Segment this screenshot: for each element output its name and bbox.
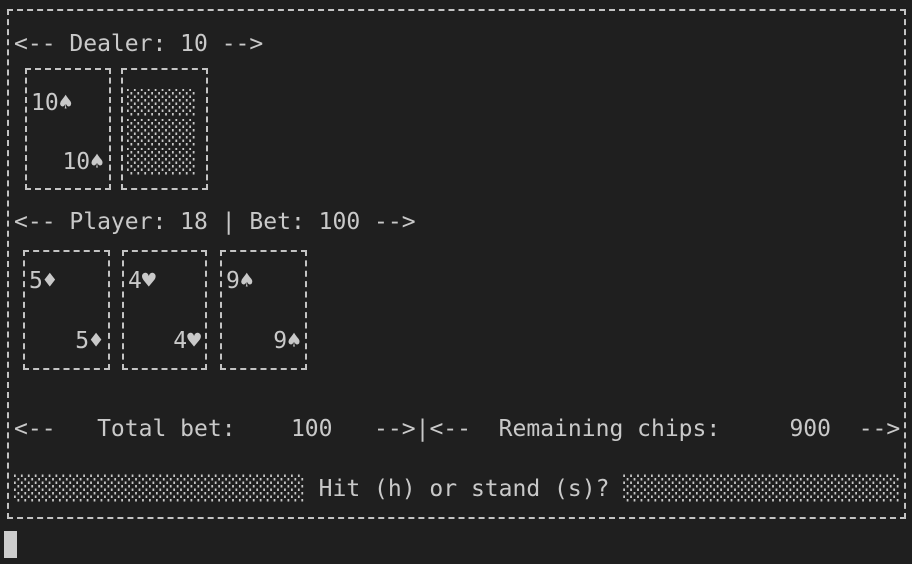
player-header: <-- Player: 18 | Bet: 100 --> <box>14 209 416 235</box>
remaining-chips-status: <-- Remaining chips: 900 --> <box>429 416 901 442</box>
total-bet-status: <-- Total bet: 100 --> <box>14 416 416 442</box>
player-card-3-rank-bottom: 9♠ <box>273 328 301 354</box>
dealer-header: <-- Dealer: 10 --> <box>14 31 264 57</box>
dealer-upcard-rank-bottom: 10♠ <box>62 149 104 175</box>
game-window-frame <box>7 9 906 519</box>
prompt-text: Hit (h) or stand (s)? <box>304 476 624 502</box>
player-card-2-rank-bottom: 4♥ <box>173 328 201 354</box>
dealer-upcard <box>25 68 111 190</box>
player-card-1-rank-top: 5♦ <box>29 268 57 294</box>
player-card-3 <box>220 250 307 370</box>
prompt-shade-left: ░░░░░░░░░░░░░░░░░░░░░ <box>14 476 305 502</box>
player-card-1 <box>23 250 110 370</box>
dealer-hole-card-back <box>121 68 208 190</box>
card-back-pattern-row: ░░░░░ <box>127 149 197 175</box>
dealer-upcard-rank-top: 10♠ <box>31 90 73 116</box>
card-back-pattern-row: ░░░░░ <box>127 120 197 146</box>
prompt-shade-right: ░░░░░░░░░░░░░░░░░░░░ <box>623 476 901 502</box>
terminal-cursor[interactable] <box>4 531 17 558</box>
player-card-2-rank-top: 4♥ <box>128 268 156 294</box>
prompt-bar: ░░░░░░░░░░░░░░░░░░░░░ Hit (h) or stand (… <box>14 475 900 505</box>
player-card-1-rank-bottom: 5♦ <box>75 328 103 354</box>
player-card-3-rank-top: 9♠ <box>226 268 254 294</box>
player-card-2 <box>122 250 207 370</box>
status-bar: <-- Total bet: 100 -->|<-- Remaining chi… <box>14 415 900 445</box>
status-divider: | <box>415 416 430 442</box>
card-back-pattern-row: ░░░░░ <box>127 90 197 116</box>
